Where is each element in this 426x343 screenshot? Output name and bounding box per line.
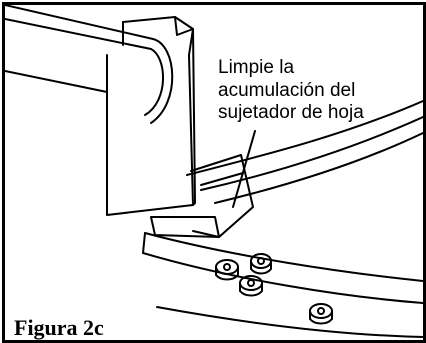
callout-text: Limpie la acumulación del sujetador de h…: [218, 57, 364, 125]
tube-inner-line: [5, 18, 152, 50]
tube-end-cap-inner: [144, 48, 164, 116]
blade-rim-left: [142, 232, 146, 254]
blade-outer: [186, 100, 423, 176]
blade-lower-2: [142, 252, 423, 304]
blade-lower-1: [144, 232, 423, 282]
bracket-front: [106, 54, 194, 216]
callout-line-1: Limpie la: [218, 57, 295, 78]
blade-inner-1: [200, 116, 423, 191]
nut-2: [250, 253, 272, 269]
bracket-edge: [174, 16, 194, 36]
nut-1: [215, 259, 239, 275]
blade-inner-2: [214, 132, 423, 204]
clamp-slot: [150, 216, 220, 238]
tube-top-edge: [5, 5, 154, 40]
bracket-side: [192, 28, 196, 206]
tube-end-cap: [150, 38, 174, 124]
tube-bottom-edge: [5, 70, 108, 93]
clamp-inner: [200, 172, 244, 186]
figure-label: Figura 2c: [14, 315, 108, 340]
callout-line-2: acumulación del: [218, 79, 356, 101]
nut-4: [309, 303, 333, 319]
callout-leader: [232, 130, 256, 208]
bracket-top: [122, 16, 194, 56]
callout-line-3: sujetador de hoja: [218, 102, 364, 123]
blade-bottom: [156, 306, 423, 338]
line-drawing: [5, 5, 423, 338]
clamp-plate: [190, 154, 254, 238]
